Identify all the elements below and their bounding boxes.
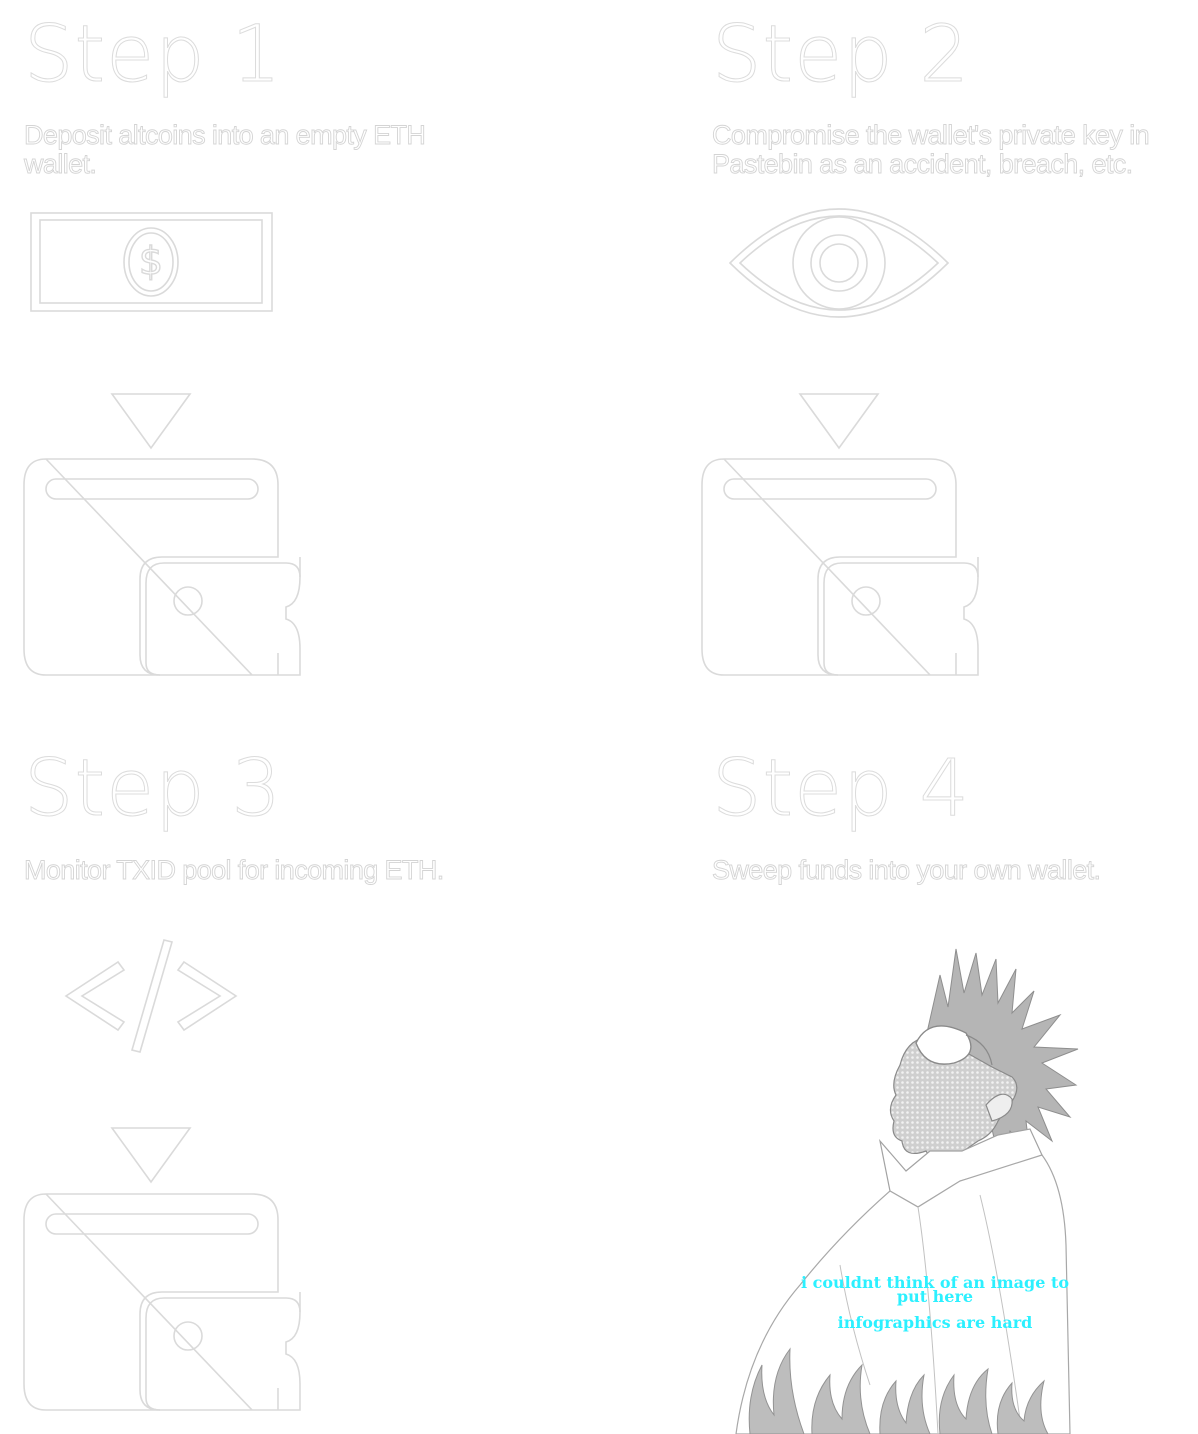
step-2: Step 2 Compromise the wallet's private k…: [701, 10, 1151, 676]
step-title: Step 2: [711, 10, 971, 100]
dollar-bill-icon: $: [30, 212, 273, 312]
step-description: Deposit altcoins into an empty ETH walle…: [24, 120, 427, 179]
man-illustration: [735, 948, 1079, 1434]
eye-icon: [728, 208, 950, 318]
step-description: Monitor TXID pool for incoming ETH.: [24, 855, 445, 885]
step-description: Compromise the wallet's private key in P…: [712, 120, 1151, 179]
step-title: Step 4: [711, 744, 971, 834]
step-3: Step 3 Monitor TXID pool for incoming ET…: [23, 744, 445, 1411]
step-title: Step 1: [23, 10, 283, 100]
step-description: Sweep funds into your own wallet.: [712, 855, 1102, 885]
svg-text:$: $: [139, 239, 163, 283]
illustration-caption-1: i couldnt think of an image to put here: [800, 1273, 1069, 1306]
illustration-caption-2: infographics are hard: [837, 1313, 1033, 1332]
code-icon: [64, 939, 238, 1053]
step-1: Step 1 Deposit altcoins into an empty ET…: [0, 0, 599, 717]
step-title: Step 3: [23, 744, 283, 834]
